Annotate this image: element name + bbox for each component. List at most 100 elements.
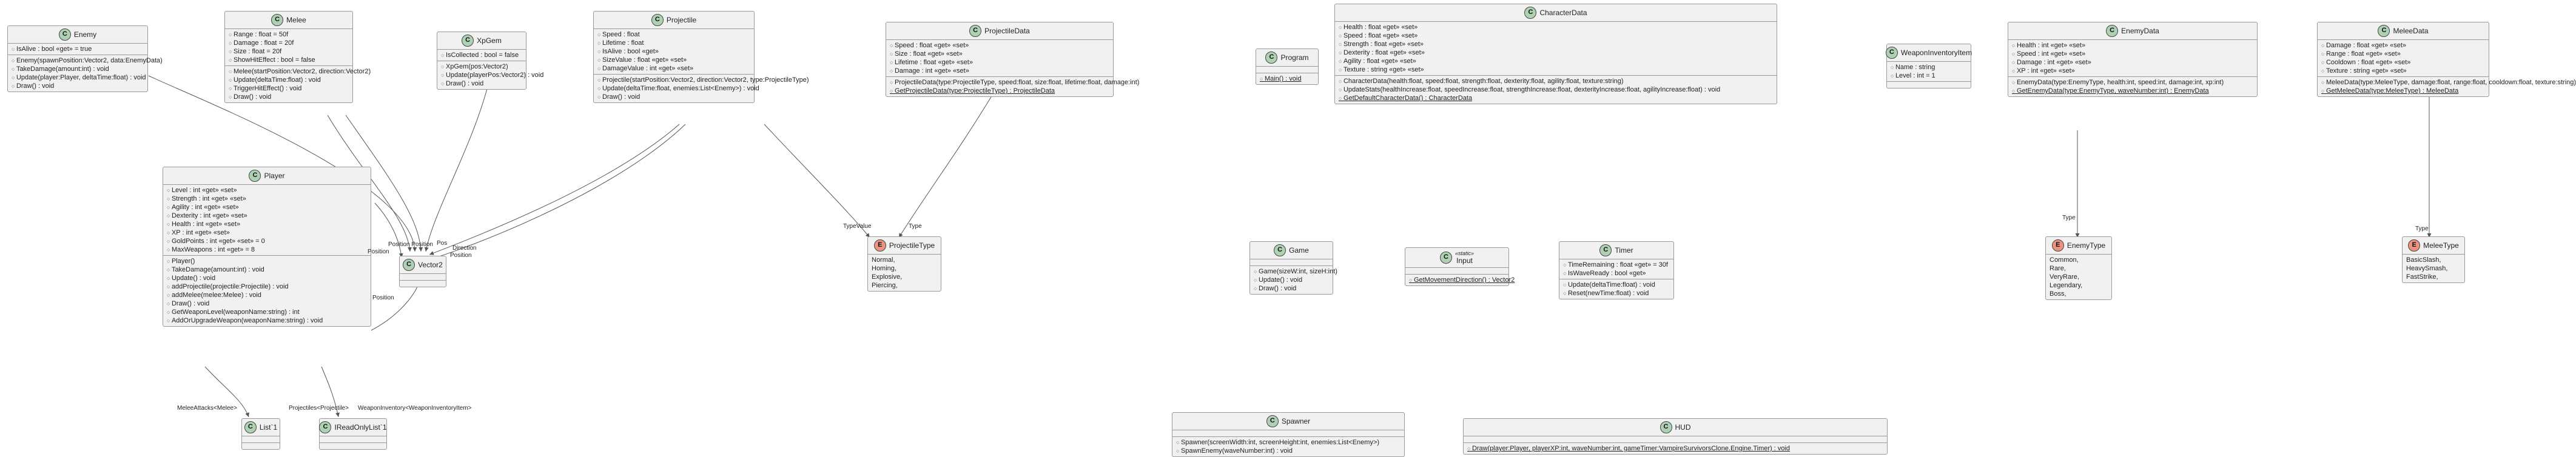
class-program: CProgramMain() : void <box>1256 48 1319 85</box>
method-row: GetWeaponLevel(weaponName:string) : int <box>167 308 367 316</box>
class-meleedata: CMeleeDataDamage : float «get» «set»Rang… <box>2317 22 2576 97</box>
edge-player-vector2-position <box>374 202 403 258</box>
class-input: C«static»InputGetMovementDirection() : V… <box>1405 247 1515 286</box>
field-row: XP : int «get» «set» <box>167 228 367 237</box>
class-name: XpGem <box>477 36 502 45</box>
class-name: MeleeType <box>2423 241 2459 250</box>
class-section: Update(deltaTime:float) : voidReset(newT… <box>1559 279 1673 299</box>
class-name: WeaponInventoryItem <box>1900 48 1972 57</box>
field-row: Speed : int «get» «set» <box>2012 50 2253 58</box>
enum-value: HeavySmash, <box>2406 265 2448 272</box>
enum-value: Legendary, <box>2050 282 2083 289</box>
class-badge-icon: C <box>1660 421 1672 433</box>
class-projectile: CProjectileSpeed : floatLifetime : float… <box>593 11 809 103</box>
method-row: addMelee(melee:Melee) : void <box>167 291 367 299</box>
class-weaponinventoryitem: CWeaponInventoryItemName : stringLevel :… <box>1885 44 1972 88</box>
field-row: XP : int «get» «set» <box>2012 67 2253 75</box>
class-section: Projectile(startPosition:Vector2, direct… <box>594 74 809 102</box>
field-row: Strength : float «get» «set» <box>1339 40 1773 48</box>
field-row: MaxWeapons : int «get» = 8 <box>167 245 367 254</box>
field-row: Dexterity : int «get» «set» <box>167 212 367 220</box>
static-method-row: GetEnemyData(type:EnemyType, waveNumber:… <box>2012 87 2253 95</box>
enum-value: FastStrike, <box>2406 273 2438 281</box>
field-row: SizeValue : float «get» «set» <box>597 56 750 64</box>
method-row: Draw() : void <box>12 82 144 90</box>
class-name: ProjectileType <box>889 241 935 250</box>
edge-melee-vector2-position <box>327 115 412 252</box>
field-row: Texture : string «get» «set» <box>1339 65 1773 74</box>
class-badge-icon: C <box>2378 25 2390 37</box>
method-row: XpGem(pos:Vector2) <box>441 62 522 71</box>
field-row: Damage : float «get» «set» <box>2321 41 2485 50</box>
method-row: Draw() : void <box>441 79 522 88</box>
class-badge-icon: C <box>403 259 415 271</box>
class-section <box>1405 267 1508 274</box>
enum-value: Rare, <box>2050 265 2066 272</box>
enum-value: Normal, <box>872 256 895 264</box>
class-name: Vector2 <box>418 261 443 269</box>
field-row: IsCollected : bool = false <box>441 51 522 59</box>
field-row: Agility : int «get» «set» <box>167 203 367 212</box>
class-name: EnemyType <box>2067 241 2106 250</box>
edge-projectile-vector2-b <box>429 124 686 261</box>
static-method-row: GetProjectileData(type:ProjectileType) :… <box>890 87 1109 95</box>
class-hud: CHUDDraw(player:Player, playerXP:int, wa… <box>1463 418 1888 455</box>
method-row: Update(deltaTime:float) : void <box>229 76 349 84</box>
edge-label-position-overlap: Position Position <box>388 241 433 248</box>
method-row: Draw() : void <box>1254 284 1329 293</box>
method-row: Player() <box>167 257 367 265</box>
enum-badge-icon: E <box>2051 239 2064 252</box>
edge-xpgem-vector2 <box>424 81 489 252</box>
class-badge-icon: C <box>249 170 261 182</box>
class-name: Program <box>1280 53 1309 62</box>
field-row: Health : float «get» «set» <box>1339 23 1773 32</box>
edge-label-weapon-inventory: WeaponInventory<WeaponInventoryItem> <box>358 405 472 412</box>
static-method-row: Main() : void <box>1260 75 1314 83</box>
edge-label-position-bottom: Position <box>372 295 394 301</box>
class-timer: CTimerTimeRemaining : float «get» = 30fI… <box>1559 241 1674 299</box>
method-row: Enemy(spawnPosition:Vector2, data:EnemyD… <box>12 56 163 65</box>
edge-label-type-meleetype: Type <box>2415 225 2429 232</box>
class-section: Melee(startPosition:Vector2, direction:V… <box>225 65 371 102</box>
field-row: Strength : int «get» «set» <box>167 195 367 203</box>
class-badge-icon: C <box>2106 25 2119 37</box>
class-section: XpGem(pos:Vector2)Update(playerPos:Vecto… <box>437 61 543 89</box>
field-row: Agility : float «get» «set» <box>1339 57 1773 65</box>
field-row: GoldPoints : int «get» «set» = 0 <box>167 237 367 245</box>
class-section: ProjectileData(type:ProjectileType, spee… <box>886 76 1139 96</box>
method-row: TakeDamage(amount:int) : void <box>12 65 144 73</box>
class-melee: CMeleeRange : float = 50fDamage : float … <box>224 11 371 103</box>
field-row: Level : int «get» «set» <box>167 186 367 195</box>
class-section: GetMovementDirection() : Vector2 <box>1405 274 1515 285</box>
method-row: TakeDamage(amount:int) : void <box>167 265 367 274</box>
edge-projectile-projectiletype <box>764 124 870 238</box>
class-section: Speed : float «get» «set»Size : float «g… <box>886 39 1113 76</box>
class-section: EnemyData(type:EnemyType, health:int, sp… <box>2008 76 2257 96</box>
edge-enemy-vector2 <box>148 75 417 252</box>
class-section <box>1172 430 1404 436</box>
edge-label-typevalue: TypeValue <box>843 223 872 230</box>
class-section <box>1464 436 1887 442</box>
class-name: Timer <box>1615 246 1633 255</box>
field-row: Level : int = 1 <box>1891 72 1967 80</box>
class-section <box>1256 66 1318 73</box>
class-section <box>400 273 446 280</box>
enum-value: Common, <box>2050 256 2079 264</box>
field-row: Health : int «get» «set» <box>2012 41 2253 50</box>
enum-badge-icon: E <box>873 239 886 252</box>
edge-label-pos: Pos <box>437 240 448 247</box>
edge-projectile-vector2-a <box>429 124 680 255</box>
field-row: Damage : float = 20f <box>229 39 349 47</box>
field-row: Speed : float «get» «set» <box>890 41 1109 50</box>
enum-value: VeryRare, <box>2050 273 2079 281</box>
class-name: Spawner <box>1281 417 1311 425</box>
